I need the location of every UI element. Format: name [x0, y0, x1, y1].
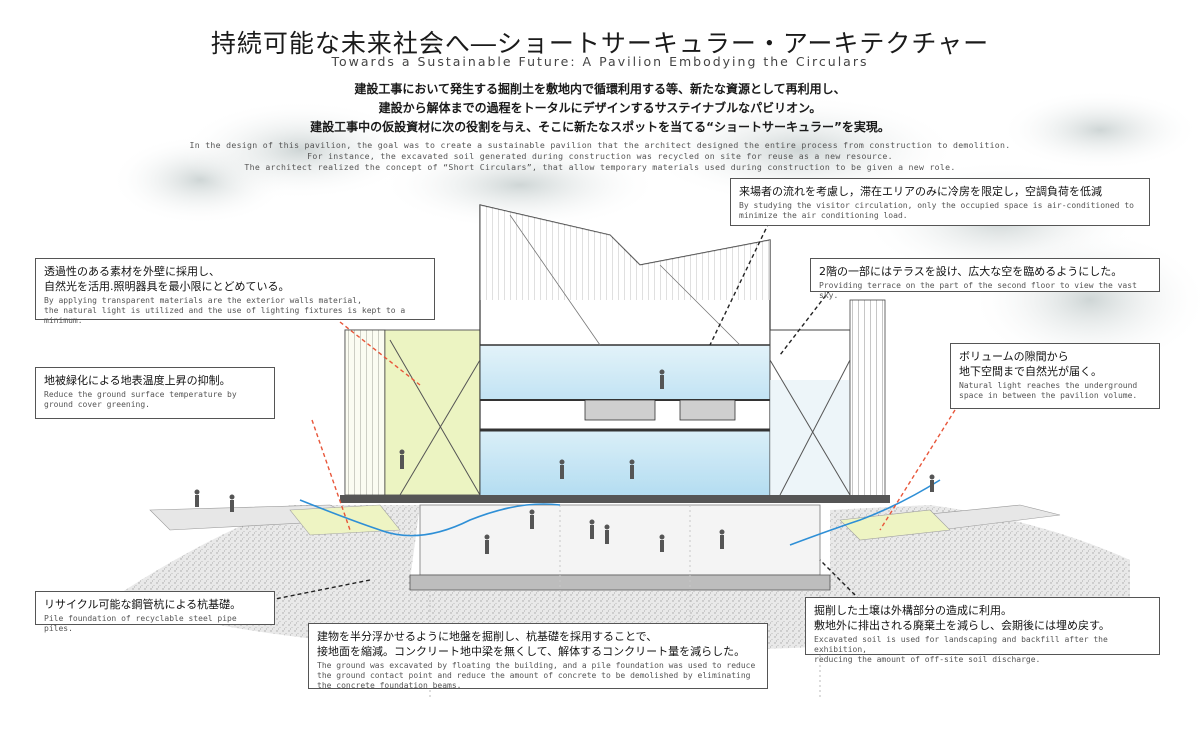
water-flow-line	[299, 499, 561, 537]
callout-ground-greening: 地被緑化による地表温度上昇の抑制。 Reduce the ground surf…	[35, 367, 275, 419]
callout-ground-en-1: Reduce the ground surface temperature by	[44, 390, 237, 399]
callout-light-jp-2: 地下空間まで自然光が届く。	[959, 365, 1102, 378]
callout-excavate-jp-1: 建物を半分浮かせるように地盤を掘削し、杭基礎を採用することで、	[317, 630, 658, 643]
callout-transparent-jp-2: 自然光を活用.照明器具を最小限にとどめている。	[44, 280, 290, 293]
intro-line-jp-2: 建設から解体までの過程をトータルにデザインするサステイナブルなパビリオン。	[378, 101, 822, 115]
callout-soil-jp-2: 敷地外に排出される廃棄土を減らし、会期後には埋め戻す。	[814, 619, 1110, 632]
intro-line-en-3: The architect realized the concept of “S…	[244, 162, 956, 172]
callout-excavate-en-1: The ground was excavated by floating the…	[317, 661, 756, 670]
callout-air-en-1: By studying the visitor circulation, onl…	[739, 201, 1134, 210]
callout-light-en-2: space in between the pavilion volume.	[959, 391, 1138, 400]
callout-air-conditioning: 来場者の流れを考慮し，滞在エリアのみに冷房を限定し，空調負荷を低減 By stu…	[730, 178, 1150, 226]
callout-ground-excavation: 建物を半分浮かせるように地盤を掘削し、杭基礎を採用することで、 接地面を縮減。コ…	[308, 623, 768, 690]
callout-pile-jp: リサイクル可能な鋼管杭による杭基礎。	[44, 598, 242, 611]
callout-terrace-jp: 2階の一部にはテラスを設け、広大な空を臨めるようにした。	[819, 265, 1123, 278]
callout-transparent-jp-1: 透過性のある素材を外壁に採用し、	[44, 265, 220, 278]
callout-ground-en-2: ground cover greening.	[44, 400, 150, 409]
callout-transparent-walls: 透過性のある素材を外壁に採用し、 自然光を活用.照明器具を最小限にとどめている。…	[35, 258, 435, 325]
callout-transparent-en-2: the natural light is utilized and the us…	[44, 306, 406, 325]
callout-leaders	[269, 209, 956, 601]
callout-terrace: 2階の一部にはテラスを設け、広大な空を臨めるようにした。 Providing t…	[810, 258, 1160, 300]
pavilion-building-section	[194, 204, 935, 554]
callout-transparent-en-1: By applying transparent materials are th…	[44, 296, 362, 305]
intro-line-jp-3: 建設工事中の仮設資材に次の役割を与え、そこに新たなスポットを当てる“ショートサー…	[310, 120, 890, 134]
callout-terrace-en: Providing terrace on the part of the sec…	[819, 281, 1137, 300]
intro-line-en-1: In the design of this pavilion, the goal…	[189, 140, 1011, 150]
callout-natural-light: ボリュームの隙間から 地下空間まで自然光が届く。 Natural light r…	[950, 343, 1160, 409]
callout-excavate-en-3: the concrete foundation beams.	[317, 681, 462, 690]
callout-ground-jp: 地被緑化による地表温度上昇の抑制。	[44, 374, 231, 387]
callout-air-jp: 来場者の流れを考慮し，滞在エリアのみに冷房を限定し，空調負荷を低減	[739, 185, 1102, 198]
callout-soil-jp-1: 掘削した土壌は外構部分の造成に利用。	[814, 604, 1012, 617]
intro-line-jp-1: 建設工事において発生する掘削土を敷地内で循環利用する等、新たな資源として再利用し…	[354, 82, 846, 96]
page-title: 持続可能な未来社会へ―ショートサーキュラー・アーキテクチャー	[210, 29, 990, 58]
callout-excavate-en-2: the ground contact point and reduce the …	[317, 671, 751, 680]
callout-soil-en-2: reducing the amount of off-site soil dis…	[814, 655, 1041, 664]
cloud-backdrop	[110, 90, 1200, 370]
callout-air-en-2: minimize the air conditioning load.	[739, 211, 908, 220]
callout-light-jp-1: ボリュームの隙間から	[959, 350, 1069, 363]
intro-line-en-2: For instance, the excavated soil generat…	[307, 151, 893, 161]
callout-excavated-soil: 掘削した土壌は外構部分の造成に利用。 敷地外に排出される廃棄土を減らし、会期後に…	[805, 597, 1160, 664]
water-flow-line-right	[789, 479, 941, 546]
callout-pile-foundation: リサイクル可能な鋼管杭による杭基礎。 Pile foundation of re…	[35, 591, 275, 633]
callout-excavate-jp-2: 接地面を縮減。コンクリート地中梁を無くして、解体するコンクリート量を減らした。	[317, 645, 746, 658]
page-subtitle: Towards a Sustainable Future: A Pavilion…	[331, 54, 869, 69]
callout-soil-en-1: Excavated soil is used for landscaping a…	[814, 635, 1108, 654]
callout-light-en-1: Natural light reaches the underground	[959, 381, 1138, 390]
callout-pile-en: Pile foundation of recyclable steel pipe…	[44, 614, 237, 633]
